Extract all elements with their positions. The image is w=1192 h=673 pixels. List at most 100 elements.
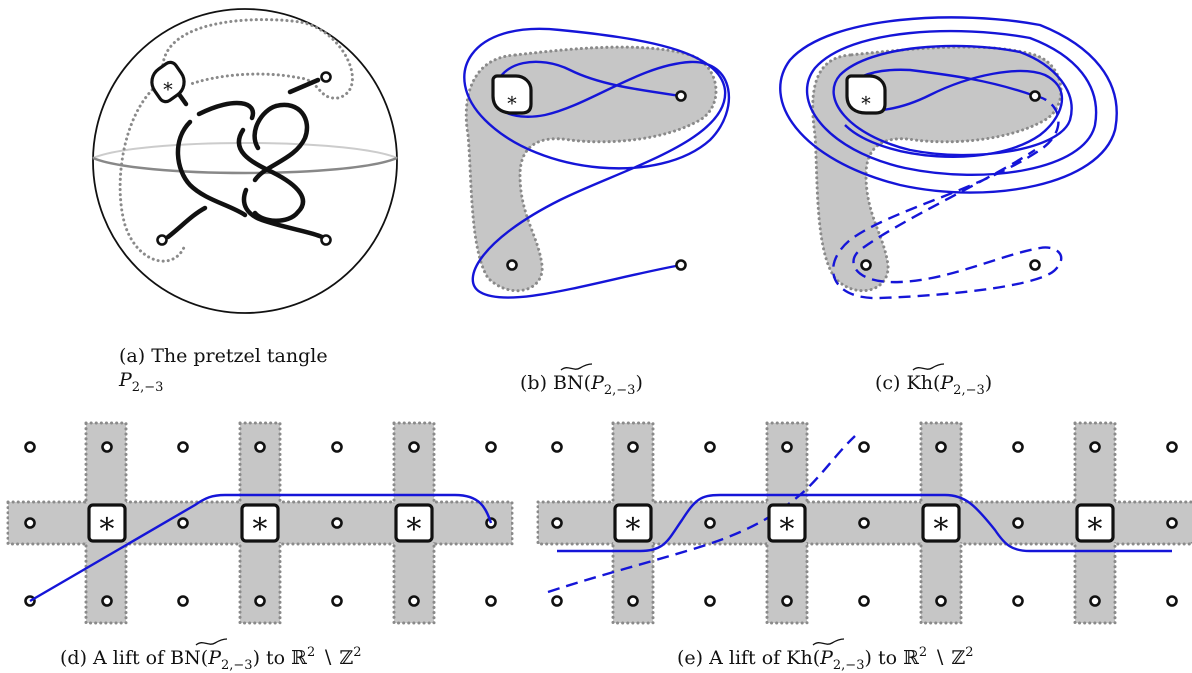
lattice-puncture [177, 595, 189, 607]
puncture-a-top-right [320, 71, 332, 83]
lattice-puncture [101, 595, 113, 607]
lattice-puncture [1089, 441, 1101, 453]
puncture-b-bottom-right [675, 259, 687, 271]
special-puncture-lift [767, 503, 807, 543]
lattice-puncture [177, 517, 189, 529]
lattice-puncture [935, 595, 947, 607]
lattice-puncture [331, 517, 343, 529]
caption-a-line1: (a) The pretzel tangle [119, 345, 328, 367]
special-puncture-lift-asterisk: ∗ [97, 506, 117, 541]
special-puncture-lift [87, 503, 127, 543]
lattice-puncture [177, 441, 189, 453]
caption-b-text: (b) BN(P2,−3) [520, 372, 643, 398]
equator-front [92, 156, 398, 175]
special-puncture-lift [240, 503, 280, 543]
puncture-a-bottom-right [320, 234, 332, 246]
tilde-e [812, 638, 845, 646]
asterisk-c: ∗ [860, 89, 873, 111]
lattice-puncture [1166, 441, 1178, 453]
lattice-puncture [935, 441, 947, 453]
lattice-puncture [1089, 595, 1101, 607]
lattice-puncture [1166, 595, 1178, 607]
caption-e-text: (e) A lift of Kh(P2,−3) to ℝ2 ∖ ℤ2 [677, 645, 974, 673]
tilde-b [560, 363, 593, 371]
lattice-puncture [331, 441, 343, 453]
lattice-puncture [858, 595, 870, 607]
asterisk-b: ∗ [506, 89, 519, 111]
lattice-puncture [781, 595, 793, 607]
lattice-puncture [704, 441, 716, 453]
asterisk-a: ∗ [162, 75, 175, 97]
puncture-b-top-right [675, 90, 687, 102]
puncture-grid-e [551, 441, 1178, 607]
special-puncture-lift [921, 503, 961, 543]
dotted-arc-left [118, 78, 187, 263]
puncture-c-bottom-left [860, 259, 872, 271]
lattice-puncture [1166, 517, 1178, 529]
panel-a-pretzel-tangle: ∗ [92, 8, 398, 314]
kh-lift-curve [557, 493, 1172, 553]
special-puncture-lift [394, 503, 434, 543]
caption-c-text: (c) Kh(P2,−3) [875, 372, 992, 398]
caption-c: (c) Kh(P2,−3) [875, 363, 992, 398]
lattice-puncture [551, 517, 563, 529]
lattice-puncture [1012, 595, 1024, 607]
lattice-puncture [627, 441, 639, 453]
lattice-puncture [24, 441, 36, 453]
special-puncture-lift-asterisk: ∗ [1085, 506, 1105, 541]
lattice-puncture [858, 441, 870, 453]
caption-b: (b) BN(P2,−3) [520, 363, 643, 398]
caption-e: (e) A lift of Kh(P2,−3) to ℝ2 ∖ ℤ2 [677, 638, 974, 673]
lattice-puncture [485, 595, 497, 607]
special-punctures-d: ∗ ∗ ∗ [87, 503, 434, 543]
special-puncture-a [150, 60, 186, 104]
panel-b-bn-curve: ∗ [463, 27, 731, 299]
tangle-strands [165, 77, 325, 240]
lattice-puncture [627, 595, 639, 607]
kh-curves-c [779, 16, 1118, 194]
special-puncture-lift-asterisk: ∗ [777, 506, 797, 541]
lattice-puncture [408, 595, 420, 607]
special-puncture-lift-asterisk: ∗ [404, 506, 424, 541]
puncture-c-top-right [1029, 90, 1041, 102]
lattice-puncture [704, 517, 716, 529]
puncture-grid-d [24, 441, 497, 607]
puncture-c-bottom-right [1029, 259, 1041, 271]
lattice-puncture [551, 441, 563, 453]
kh-dashed-curve-c [832, 94, 1063, 300]
lattice-puncture [551, 595, 563, 607]
dotted-arc-upper [161, 18, 354, 100]
special-puncture-lift [613, 503, 653, 543]
special-puncture-lift-asterisk: ∗ [250, 506, 270, 541]
caption-d-text: (d) A lift of BN(P2,−3) to ℝ2 ∖ ℤ2 [60, 645, 362, 673]
special-puncture-c [845, 74, 887, 115]
panel-e-kh-lift: ∗ ∗ ∗ ∗ [536, 421, 1192, 625]
lattice-puncture [704, 595, 716, 607]
caption-a: (a) The pretzel tangle P2,−3 [118, 345, 328, 395]
special-puncture-lift [1075, 503, 1115, 543]
lattice-puncture [858, 517, 870, 529]
panel-c-kh-curve: ∗ [779, 16, 1118, 300]
lattice-puncture [1012, 517, 1024, 529]
tilde-c [912, 363, 945, 371]
lattice-puncture [24, 517, 36, 529]
lattice-puncture [101, 441, 113, 453]
sphere-outline [92, 8, 398, 314]
lattice-puncture [408, 441, 420, 453]
lattice-puncture [781, 441, 793, 453]
puncture-a-bottom-left [156, 234, 168, 246]
panel-d-bn-lift: ∗ ∗ ∗ [6, 421, 514, 625]
special-puncture-lift-asterisk: ∗ [623, 506, 643, 541]
bn-lift-curve [29, 493, 493, 603]
special-puncture-lift-asterisk: ∗ [931, 506, 951, 541]
equator-back [92, 142, 398, 159]
caption-a-line2: P2,−3 [118, 369, 163, 395]
special-puncture-b [491, 74, 533, 115]
caption-d: (d) A lift of BN(P2,−3) to ℝ2 ∖ ℤ2 [60, 638, 362, 673]
lattice-puncture [254, 595, 266, 607]
lattice-puncture [254, 441, 266, 453]
lattice-puncture [485, 441, 497, 453]
special-punctures-e: ∗ ∗ ∗ ∗ [613, 503, 1115, 543]
kh-lift-dashed-curve [547, 435, 856, 594]
